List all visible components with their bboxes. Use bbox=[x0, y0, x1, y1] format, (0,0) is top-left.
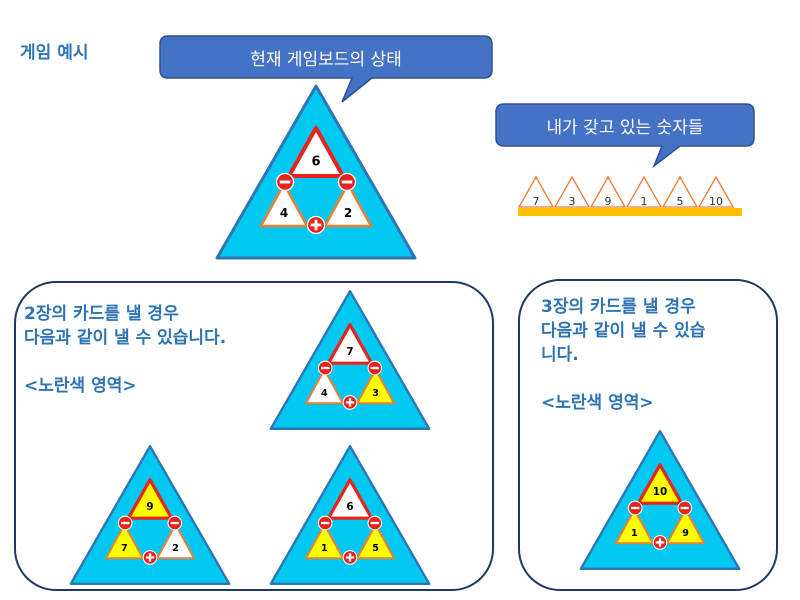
minus-icon bbox=[275, 172, 295, 192]
number-card-shape bbox=[589, 175, 627, 208]
panel-three-cards-region: <노란색 영역> bbox=[541, 393, 654, 413]
panel-two-cards-line1: 2장의 카드를 낼 경우 bbox=[24, 304, 179, 324]
card-shape bbox=[323, 182, 373, 228]
number-card: 3 bbox=[553, 175, 591, 208]
board-card-top: 6 bbox=[287, 126, 345, 178]
plus-bar-vertical bbox=[314, 219, 318, 231]
panel-two-cards-region: <노란색 영역> bbox=[24, 376, 137, 396]
number-card-value: 1 bbox=[641, 195, 648, 208]
number-card: 1 bbox=[625, 175, 663, 208]
panel-three-cards-line2: 다음과 같이 낼 수 있습 bbox=[541, 321, 706, 341]
number-card-shape bbox=[625, 175, 663, 208]
number-card-shape bbox=[517, 175, 555, 208]
callout-numbers-text: 내가 갖고 있는 숫자들 bbox=[546, 118, 704, 138]
card-shape bbox=[287, 126, 345, 178]
minus-bar bbox=[341, 180, 353, 184]
number-card-value: 5 bbox=[677, 195, 684, 208]
main-board: 6 4 2 bbox=[215, 84, 417, 260]
page-title: 게임 예시 bbox=[20, 43, 89, 63]
panel-two-cards-line2: 다음과 같이 낼 수 있습니다. bbox=[24, 328, 227, 348]
number-card: 9 bbox=[589, 175, 627, 208]
board-card-left: 4 bbox=[259, 182, 309, 228]
panel-three-cards-text: 3장의 카드를 낼 경우 다음과 같이 낼 수 있습 니다. <노란색 영역> bbox=[541, 295, 705, 415]
number-card: 7 bbox=[517, 175, 555, 208]
number-card-value: 7 bbox=[533, 195, 540, 208]
number-card-value: 3 bbox=[569, 195, 576, 208]
number-card: 10 bbox=[697, 175, 735, 208]
minus-icon bbox=[337, 172, 357, 192]
number-card-shape bbox=[661, 175, 699, 208]
card-value: 2 bbox=[344, 206, 352, 220]
callout-board-text: 현재 게임보드의 상태 bbox=[250, 50, 402, 70]
board-card-right: 2 bbox=[323, 182, 373, 228]
number-card-shape bbox=[697, 175, 735, 208]
panel-two-cards-text: 2장의 카드를 낼 경우 다음과 같이 낼 수 있습니다. <노란색 영역> bbox=[24, 302, 226, 398]
number-card-shape bbox=[553, 175, 591, 208]
plus-icon bbox=[306, 215, 326, 235]
panel-three-cards-line3: 니다. bbox=[541, 345, 579, 365]
number-card: 5 bbox=[661, 175, 699, 208]
strip-bar bbox=[518, 208, 742, 216]
card-shape bbox=[259, 182, 309, 228]
card-value: 4 bbox=[280, 206, 288, 220]
minus-bar bbox=[279, 180, 291, 184]
number-card-value: 9 bbox=[605, 195, 612, 208]
card-value: 6 bbox=[311, 154, 320, 169]
panel-three-cards-line1: 3장의 카드를 낼 경우 bbox=[541, 297, 696, 317]
number-card-value: 10 bbox=[709, 195, 723, 208]
